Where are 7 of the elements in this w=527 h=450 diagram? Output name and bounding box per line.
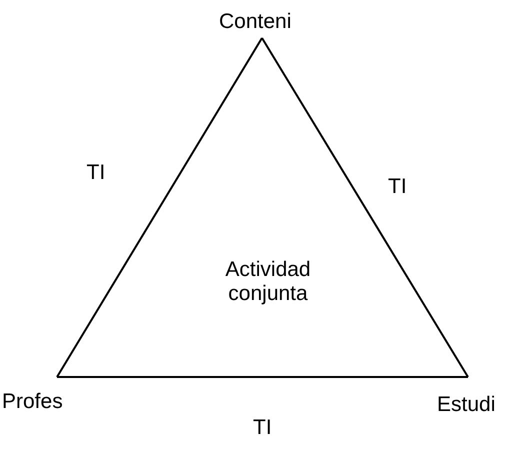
center-label: Actividad conjunta xyxy=(224,258,312,306)
vertex-label: Profes xyxy=(2,390,63,414)
triangle-side xyxy=(261,37,469,378)
vertex-label: Estudi xyxy=(437,393,496,417)
vertex-label: Conteni xyxy=(219,10,292,34)
triangle-side xyxy=(56,37,263,378)
triangle-side xyxy=(57,376,468,378)
